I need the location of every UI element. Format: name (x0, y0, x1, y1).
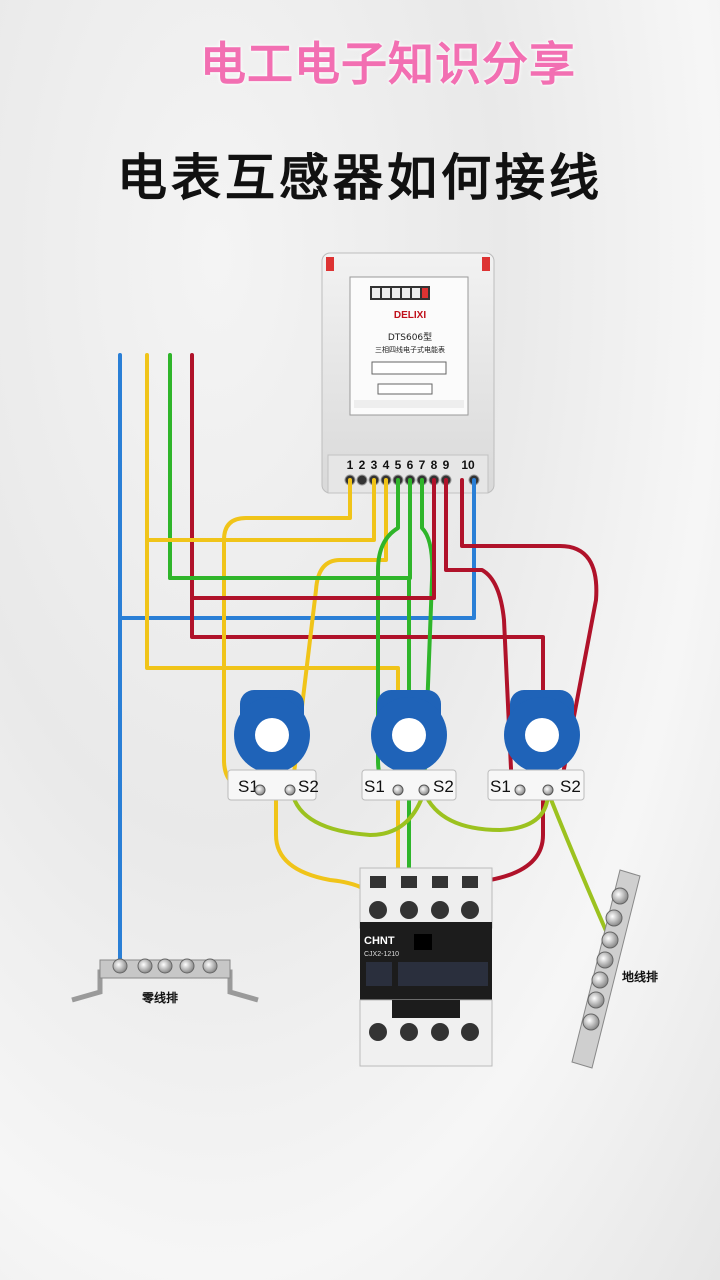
neutral-busbar-label: 零线排 (141, 990, 178, 1005)
ct1-s2-label: S2 (298, 777, 319, 796)
wire-meter-4-yellow (290, 478, 388, 792)
meter-barcode (371, 361, 447, 375)
current-transformer-2: S1 S2 (361, 690, 457, 801)
wire-meter-8-red (190, 478, 436, 600)
meter-description: 三相四线电子式电能表 (375, 345, 445, 354)
meter-terminal-label: 10 (461, 458, 475, 472)
contactor: CHNT CJX2-1210 (359, 867, 493, 1067)
ct2-s2-label: S2 (433, 777, 454, 796)
wire-meter-6-green (168, 478, 412, 580)
contactor-model: CJX2-1210 (364, 951, 399, 958)
wire-meter-10-blue (118, 478, 476, 620)
ground-busbar-label: 地线排 (622, 969, 658, 984)
ct1-s1-label: S1 (238, 777, 259, 796)
wire-meter-10-red (460, 478, 599, 792)
meter-terminal-label: 7 (419, 458, 426, 472)
contactor-brand: CHNT (364, 935, 395, 947)
current-transformer-3: S1 S2 (487, 690, 585, 801)
meter-terminal-label: 5 (395, 458, 402, 472)
current-transformer-1: S1 S2 (227, 690, 319, 801)
meter-terminal-screw (356, 474, 368, 486)
meter-terminal-label: 2 (359, 458, 366, 472)
meter-terminal-label: 6 (407, 458, 414, 472)
ct2-s1-label: S1 (364, 777, 385, 796)
ct3-s1-label: S1 (490, 777, 511, 796)
meter-terminal-label: 1 (347, 458, 354, 472)
neutral-busbar: 零线排 (71, 958, 259, 1005)
wire-ground-loop (290, 790, 612, 942)
brand-watermark: 电工电子知识分享 (200, 37, 576, 91)
wires (118, 353, 612, 962)
meter-model: DTS606型 (388, 332, 432, 343)
meter-terminal-label: 4 (383, 458, 390, 472)
ct3-s2-label: S2 (560, 777, 581, 796)
meter-terminal-label: 3 (371, 458, 378, 472)
wire-meter-9-red (444, 478, 514, 792)
wire-meter-3-yellow (145, 478, 376, 542)
page-title: 电表互感器如何接线 (117, 149, 603, 207)
meter-brand: DELIXI (394, 310, 426, 321)
ground-busbar: 地线排 (571, 869, 658, 1069)
meter-terminal-label: 8 (431, 458, 438, 472)
meter-terminal-label: 9 (443, 458, 450, 472)
